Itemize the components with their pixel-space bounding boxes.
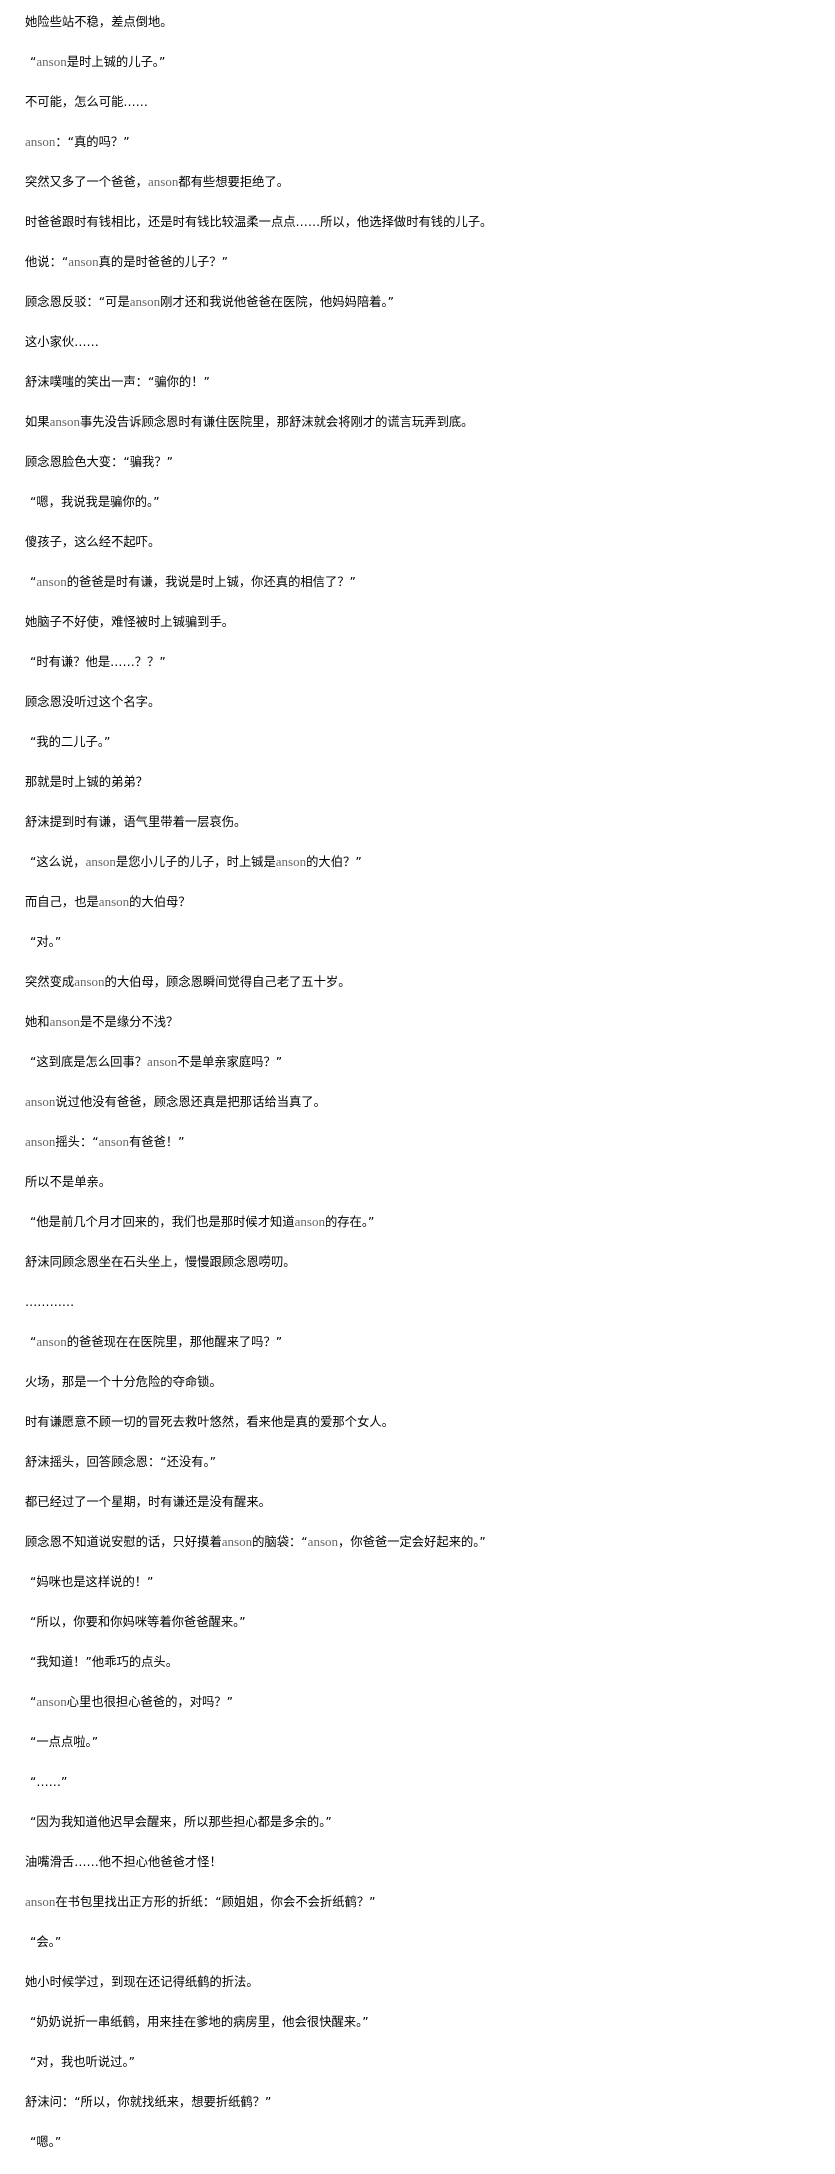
paragraph: 她险些站不稳，差点倒地。 xyxy=(25,15,173,29)
paragraph: 舒沫噗嗤的笑出一声：“骗你的！” xyxy=(25,375,210,389)
paragraph: 都已经过了一个星期，时有谦还是没有醒来。 xyxy=(25,1495,271,1509)
paragraph: “anson的爸爸现在在医院里，那他醒来了吗？” xyxy=(30,1334,283,1349)
character-name: anson xyxy=(147,174,179,189)
paragraph: 她脑子不好使，难怪被时上铖骗到手。 xyxy=(25,615,235,629)
paragraph: 顾念恩没听过这个名字。 xyxy=(25,695,161,709)
paragraph: “嗯。” xyxy=(30,2135,62,2149)
character-name: anson xyxy=(36,1694,67,1709)
paragraph: “一点点啦。” xyxy=(30,1735,99,1749)
paragraph: 油嘴滑舌……他不担心他爸爸才怪！ xyxy=(25,1855,222,1869)
character-name: anson xyxy=(85,854,116,869)
paragraph: 他说：“anson真的是时爸爸的儿子？” xyxy=(25,254,228,269)
paragraph: 突然又多了一个爸爸，anson都有些想要拒绝了。 xyxy=(25,174,290,189)
paragraph: “anson的爸爸是时有谦，我说是时上铖，你还真的相信了？” xyxy=(30,574,356,589)
paragraph: “奶奶说折一串纸鹤，用来挂在爹地的病房里，他会很快醒来。” xyxy=(30,2015,369,2029)
paragraph: 她小时候学过，到现在还记得纸鹤的折法。 xyxy=(25,1975,259,1989)
paragraph: 顾念恩脸色大变：“骗我？” xyxy=(25,455,174,469)
character-name: anson xyxy=(49,414,80,429)
paragraph: “我的二儿子。” xyxy=(30,735,111,749)
paragraph: “妈咪也是这样说的！” xyxy=(30,1575,154,1589)
paragraph: anson摇头：“anson有爸爸！” xyxy=(25,1134,185,1149)
paragraph: “时有谦？他是……？？” xyxy=(30,655,166,669)
paragraph: “anson是时上铖的儿子。” xyxy=(30,54,166,69)
paragraph: 时爸爸跟时有钱相比，还是时有钱比较温柔一点点……所以，他选择做时有钱的儿子。 xyxy=(25,215,493,229)
paragraph: “他是前几个月才回来的，我们也是那时候才知道anson的存在。” xyxy=(30,1214,375,1229)
character-name: anson xyxy=(98,1134,129,1149)
paragraph: “anson心里也很担心爸爸的，对吗？” xyxy=(30,1694,233,1709)
paragraph: “嗯，我说我是骗你的。” xyxy=(30,495,160,509)
paragraph: 如果anson事先没告诉顾念恩时有谦住医院里，那舒沫就会将刚才的谎言玩弄到底。 xyxy=(25,414,474,429)
paragraph: anson：“真的吗？” xyxy=(25,134,130,149)
character-name: anson xyxy=(129,294,161,309)
character-name: anson xyxy=(25,134,56,149)
paragraph: 这小家伙…… xyxy=(25,335,99,349)
paragraph: “会。” xyxy=(30,1935,62,1949)
character-name: anson xyxy=(98,894,130,909)
paragraph: “所以，你要和你妈咪等着你爸爸醒来。” xyxy=(30,1615,246,1629)
paragraph: “因为我知道他迟早会醒来，所以那些担心都是多余的。” xyxy=(30,1815,332,1829)
character-name: anson xyxy=(275,854,307,869)
article-body: 她险些站不稳，差点倒地。 “anson是时上铖的儿子。” 不可能，怎么可能…… ans… xyxy=(25,14,835,2174)
paragraph: “对。” xyxy=(30,935,62,949)
paragraph: 时有谦愿意不顾一切的冒死去救叶悠然，看来他是真的爱那个女人。 xyxy=(25,1415,394,1429)
paragraph: ………… xyxy=(25,1295,75,1309)
paragraph: “这么说，anson是您小儿子的儿子，时上铖是anson的大伯？” xyxy=(30,854,362,869)
character-name: anson xyxy=(221,1534,253,1549)
paragraph: 舒沫摇头，回答顾念恩：“还没有。” xyxy=(25,1455,217,1469)
paragraph: 舒沫提到时有谦，语气里带着一层哀伤。 xyxy=(25,815,247,829)
character-name: anson xyxy=(25,1894,56,1909)
paragraph: 所以不是单亲。 xyxy=(25,1175,112,1189)
paragraph: 突然变成anson的大伯母，顾念恩瞬间觉得自己老了五十岁。 xyxy=(25,974,351,989)
paragraph: “这到底是怎么回事？anson不是单亲家庭吗？” xyxy=(30,1054,283,1069)
character-name: anson xyxy=(74,974,105,989)
character-name: anson xyxy=(25,1134,56,1149)
paragraph: 那就是时上铖的弟弟？ xyxy=(25,775,148,789)
paragraph: 舒沫同顾念恩坐在石头坐上，慢慢跟顾念恩唠叨。 xyxy=(25,1255,296,1269)
paragraph: “我知道！”他乖巧的点头。 xyxy=(30,1655,179,1669)
paragraph: 她和anson是不是缘分不浅？ xyxy=(25,1014,179,1029)
paragraph: 顾念恩不知道说安慰的话，只好摸着anson的脑袋：“anson，你爸爸一定会好起… xyxy=(25,1534,486,1549)
character-name: anson xyxy=(49,1014,80,1029)
paragraph: 而自己，也是anson的大伯母？ xyxy=(25,894,191,909)
paragraph: 傻孩子，这么经不起吓。 xyxy=(25,535,161,549)
paragraph: “……” xyxy=(30,1775,68,1789)
paragraph: 火场，那是一个十分危险的夺命锁。 xyxy=(25,1375,222,1389)
character-name: anson xyxy=(307,1534,339,1549)
character-name: anson xyxy=(36,54,67,69)
paragraph: 舒沫问：“所以，你就找纸来，想要折纸鹤？” xyxy=(25,2095,272,2109)
character-name: anson xyxy=(68,254,99,269)
paragraph: “对，我也听说过。” xyxy=(30,2055,135,2069)
paragraph: anson在书包里找出正方形的折纸：“顾姐姐，你会不会折纸鹤？” xyxy=(25,1894,376,1909)
character-name: anson xyxy=(36,574,67,589)
paragraph: 不可能，怎么可能…… xyxy=(25,95,148,109)
character-name: anson xyxy=(25,1094,56,1109)
character-name: anson xyxy=(147,1054,178,1069)
paragraph: anson说过他没有爸爸，顾念恩还真是把那话给当真了。 xyxy=(25,1094,326,1109)
paragraph: 顾念恩反驳：“可是anson刚才还和我说他爸爸在医院，他妈妈陪着。” xyxy=(25,294,394,309)
character-name: anson xyxy=(294,1214,325,1229)
character-name: anson xyxy=(36,1334,67,1349)
